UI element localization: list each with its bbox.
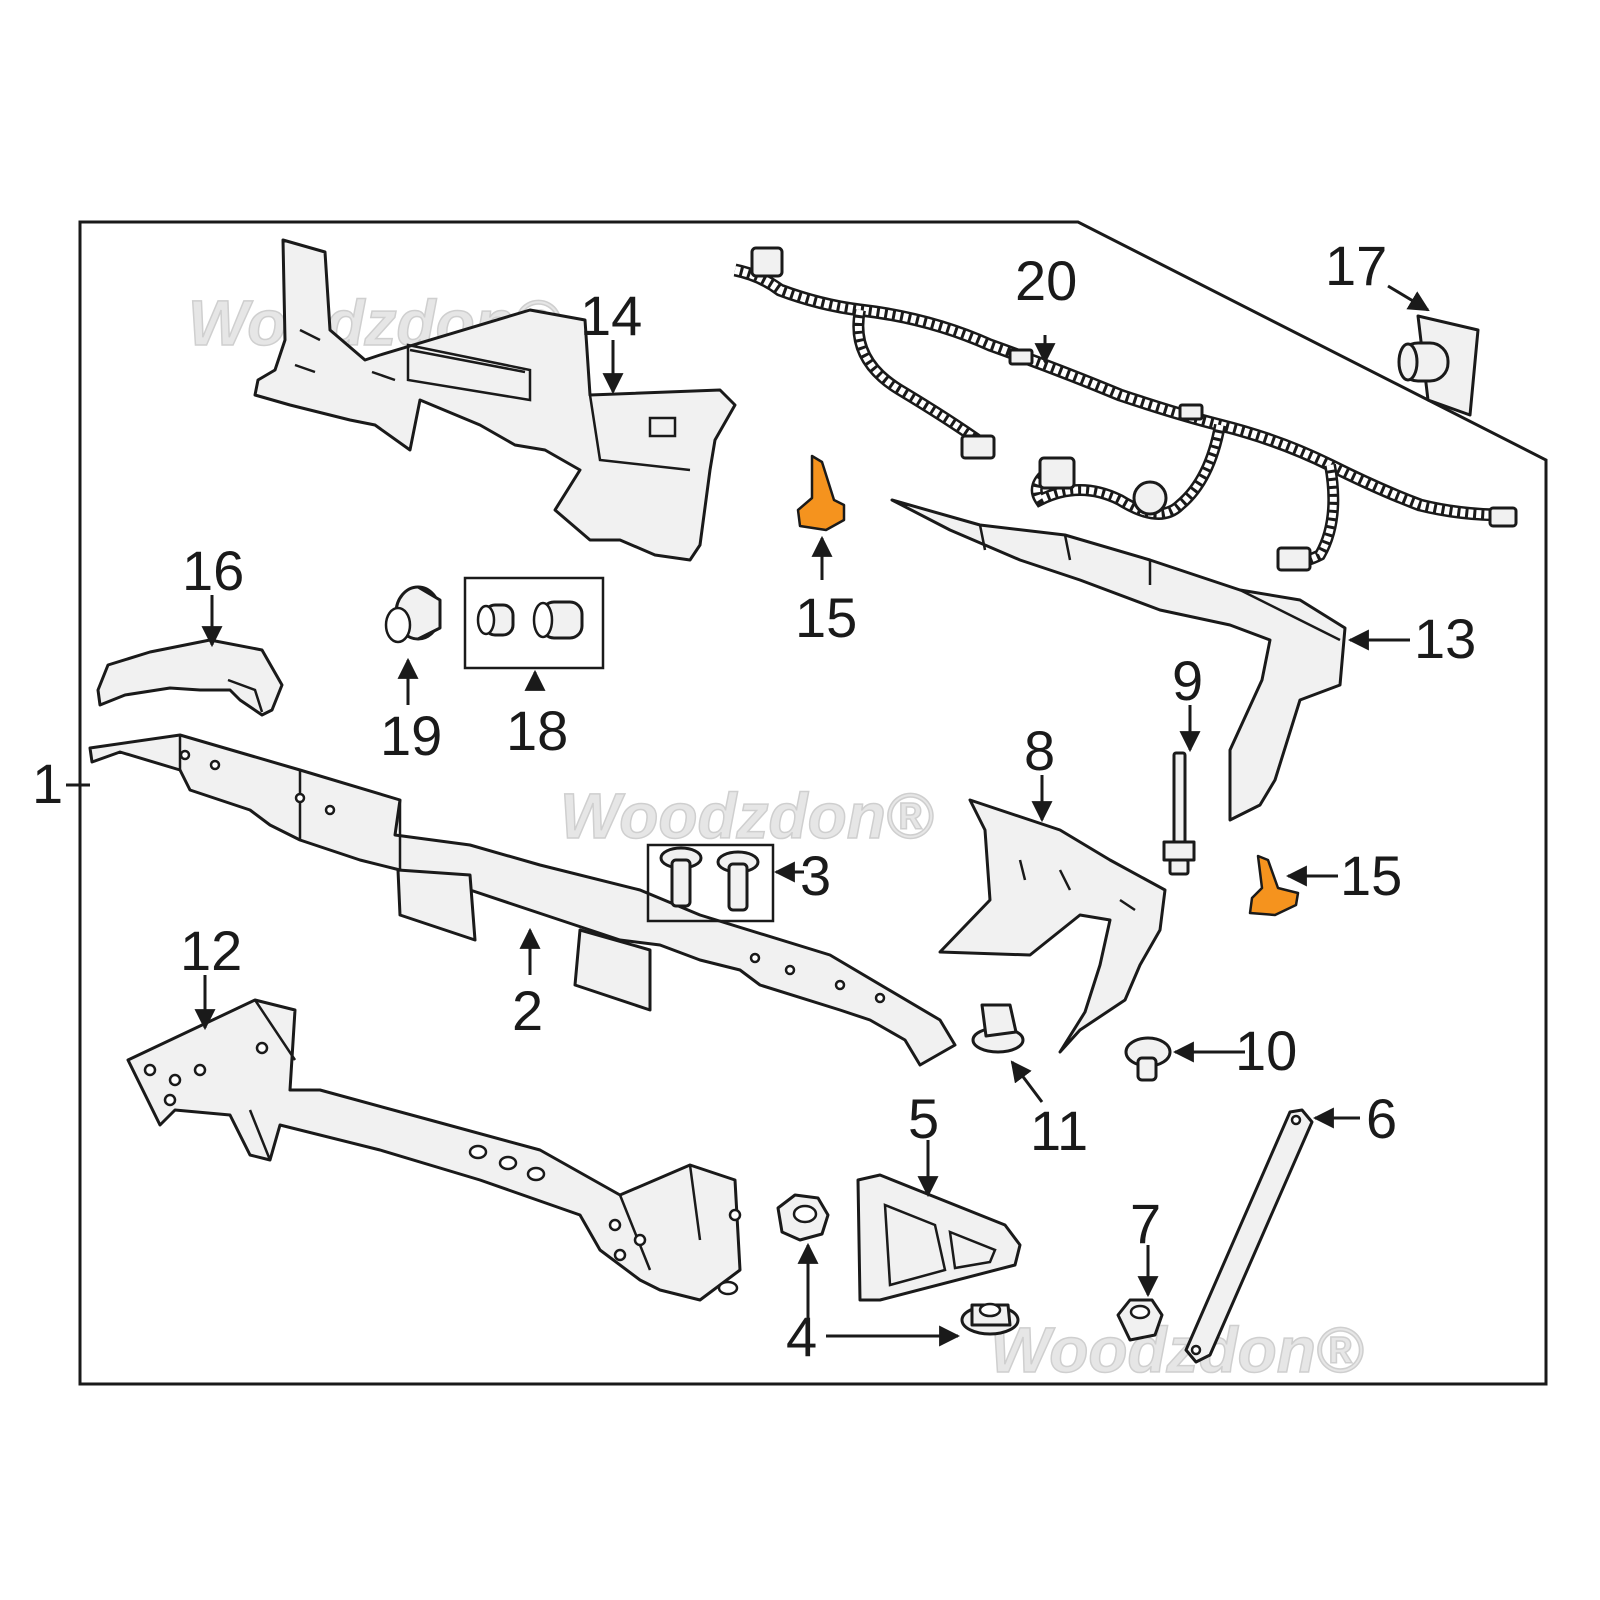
part-4-nut-upper	[776, 1193, 830, 1242]
callout-18: 18	[506, 699, 568, 762]
part-8-absorber-bracket	[938, 798, 1167, 1054]
callout-19: 19	[380, 704, 442, 767]
part-3-stud-kit	[646, 843, 775, 923]
part-6-brace-rod	[1184, 1108, 1314, 1364]
part-19-grommet	[384, 585, 442, 644]
callout-9: 9	[1172, 649, 1203, 712]
part-2-reinforcement-beam	[88, 733, 957, 1067]
callout-10: 10	[1235, 1019, 1297, 1082]
callout-16: 16	[182, 539, 244, 602]
part-20-wiring-harness	[733, 246, 1518, 572]
callout-13: 13	[1414, 607, 1476, 670]
callout-5: 5	[908, 1087, 939, 1150]
part-15-clip-upper	[796, 454, 846, 532]
callout-20: 20	[1015, 249, 1077, 312]
callout-15-lower: 15	[1340, 844, 1402, 907]
callout-3: 3	[800, 844, 831, 907]
callout-1: 1	[32, 752, 63, 815]
callout-arrows	[194, 284, 1430, 1347]
callout-7: 7	[1130, 1192, 1161, 1255]
watermark-middle: Woodzdon®	[560, 780, 934, 852]
part-15-clip-lower	[1248, 854, 1300, 917]
callout-14: 14	[580, 284, 642, 347]
part-13-side-trim	[890, 498, 1347, 822]
part-14-bracket-panel	[253, 238, 737, 562]
part-11-push-clip	[971, 1003, 1025, 1054]
callout-17: 17	[1325, 234, 1387, 297]
part-17-sensor	[1397, 314, 1480, 417]
part-10-rivet	[1124, 1036, 1172, 1082]
callout-15-upper: 15	[795, 586, 857, 649]
callout-4: 4	[786, 1305, 817, 1368]
part-4-nut-lower	[960, 1302, 1020, 1336]
callout-12: 12	[180, 919, 242, 982]
callout-2: 2	[512, 979, 543, 1042]
part-16-bracket	[96, 638, 284, 717]
part-9-bolt	[1162, 751, 1196, 876]
callout-8: 8	[1024, 719, 1055, 782]
part-18-bushing-kit	[463, 576, 605, 670]
part-5-gusset-bracket	[856, 1173, 1022, 1302]
callout-6: 6	[1366, 1087, 1397, 1150]
callout-11: 11	[1030, 1099, 1088, 1162]
part-7-flange-nut	[1116, 1298, 1164, 1342]
part-12-bumper-bar	[126, 998, 742, 1302]
watermark-bottom: Woodzdon®	[990, 1314, 1364, 1386]
